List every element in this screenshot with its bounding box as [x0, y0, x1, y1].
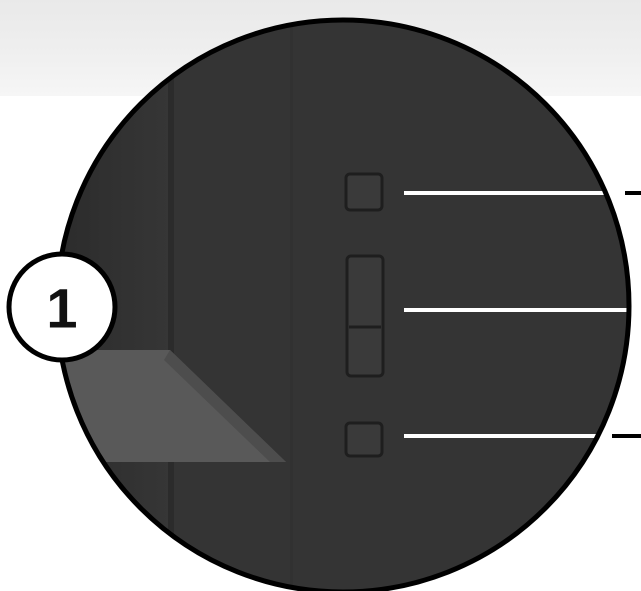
rocker-button[interactable]: [347, 256, 383, 376]
bottom-button[interactable]: [346, 423, 382, 456]
top-button[interactable]: [346, 174, 382, 210]
bezel-edge: [168, 0, 174, 591]
panel-seam: [290, 0, 293, 591]
callout-badge: 1: [9, 254, 115, 360]
callout-number: 1: [46, 277, 77, 340]
